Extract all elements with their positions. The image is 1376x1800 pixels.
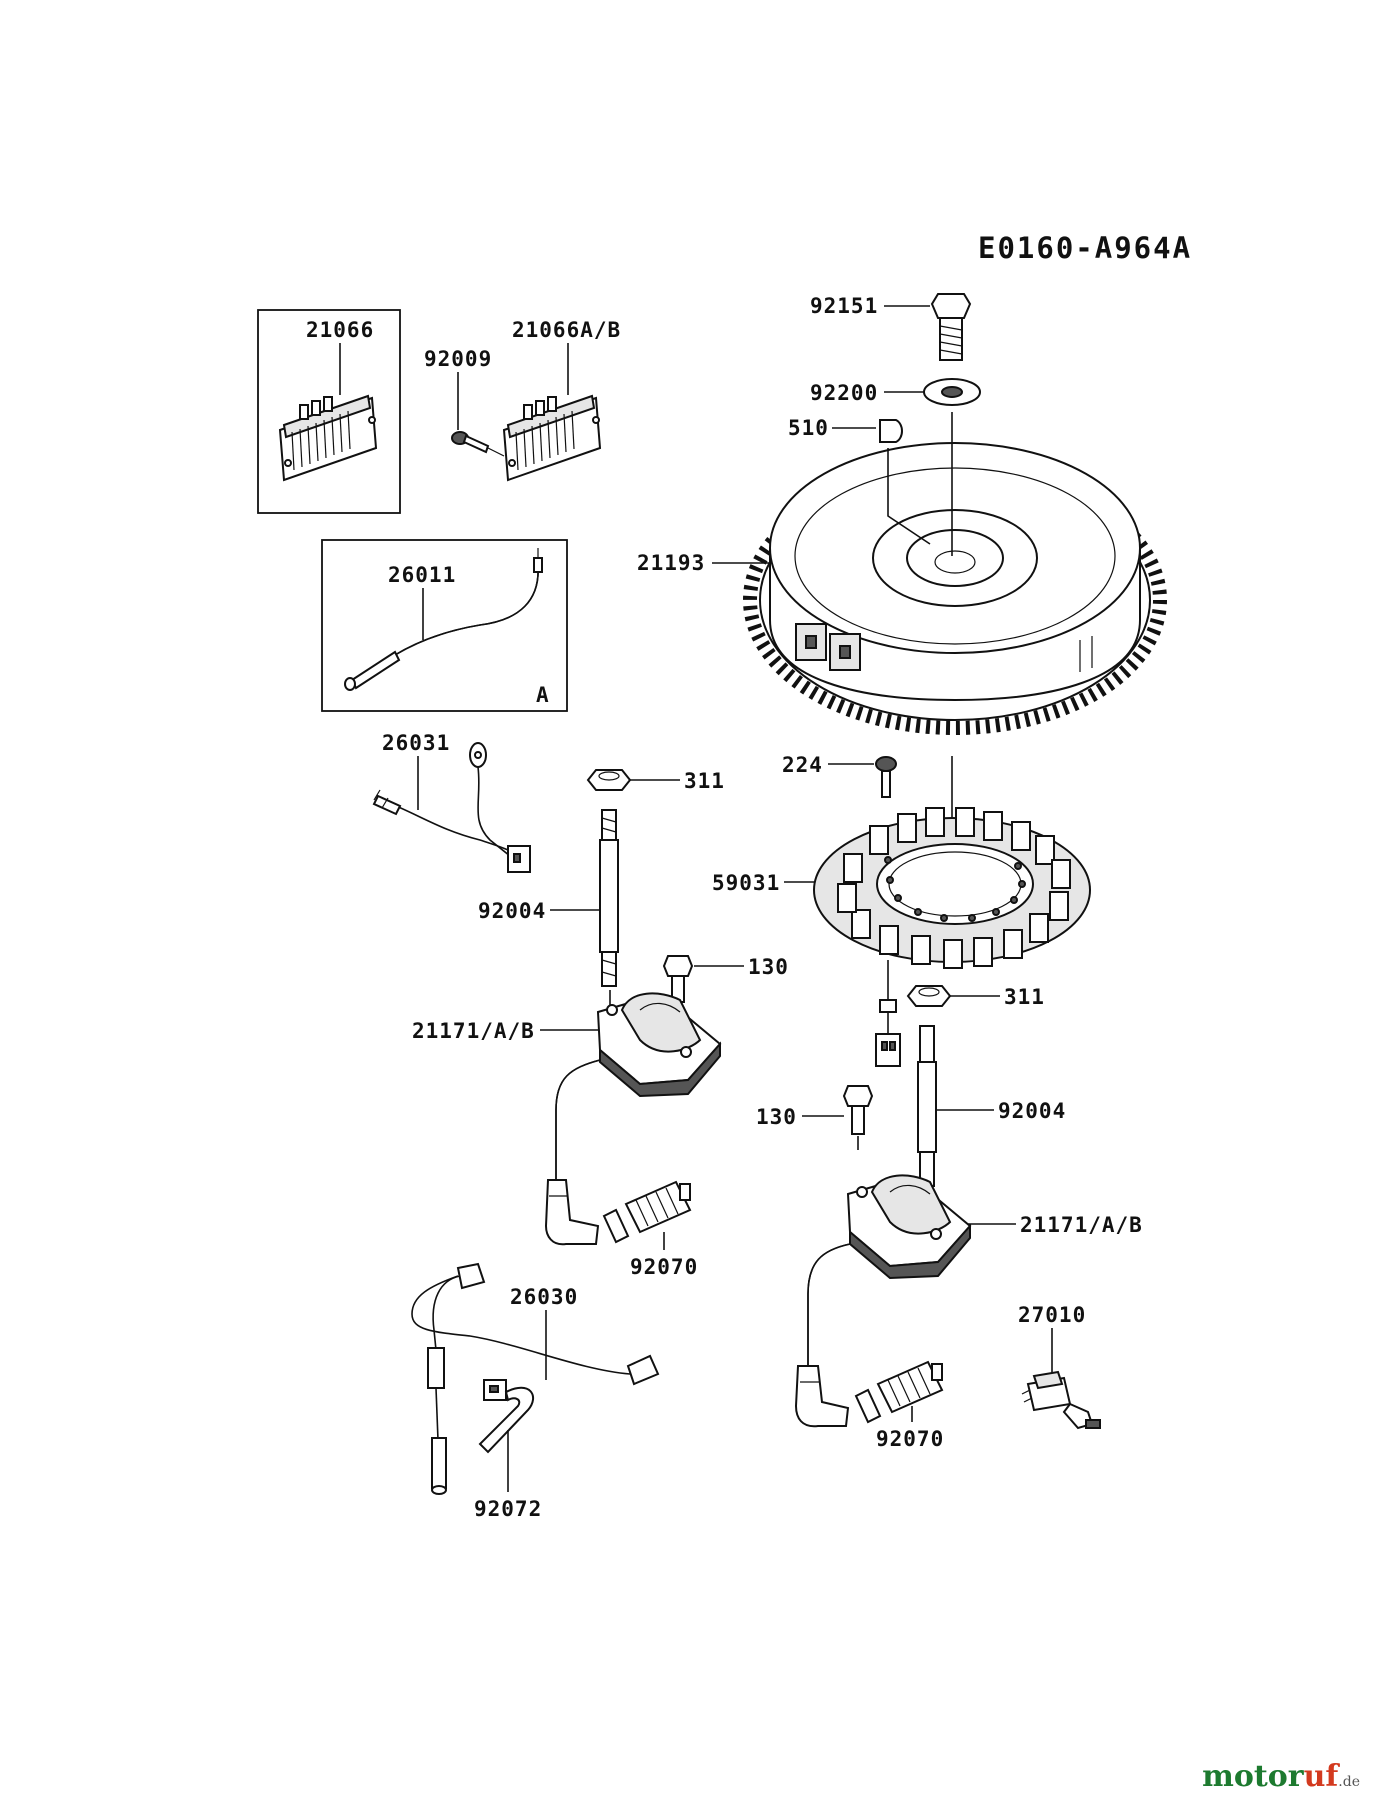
oil-switch-27010 [1021,1370,1101,1430]
wire-26031 [372,742,531,873]
nut-311-right [906,985,952,1007]
label-510: 510 [788,416,829,440]
label-59031: 59031 [712,871,780,895]
bolt-130-left [662,955,694,1003]
flywheel-21193 [743,442,1167,735]
label-26031: 26031 [382,731,450,755]
screw-92009 [451,431,505,457]
label-21171b: 21171/A/B [1020,1213,1143,1237]
box-a [321,539,568,712]
nut-311-left [586,769,632,791]
stud-92004-left [599,809,619,987]
regulator-21066 [278,394,378,482]
label-92070a: 92070 [630,1255,698,1279]
bolt-130-right [842,1085,874,1135]
label-21193: 21193 [637,551,705,575]
label-92072: 92072 [474,1497,542,1521]
key-510 [879,419,903,443]
label-27010: 27010 [1018,1303,1086,1327]
harness-26030 [411,1262,660,1495]
box-a-label: A [536,683,550,707]
label-92070b: 92070 [876,1427,944,1451]
regulator-box [257,309,401,514]
bolt-92151 [930,293,972,361]
stator-59031 [813,807,1091,1067]
spark-plug-left [602,1180,692,1244]
label-26030: 26030 [510,1285,578,1309]
label-92004b: 92004 [998,1099,1066,1123]
label-21171a: 21171/A/B [412,1019,535,1043]
washer-92200 [923,378,981,406]
label-92009: 92009 [424,347,492,371]
label-21066: 21066 [306,318,374,342]
stud-92004-right [917,1025,937,1187]
wire-26011 [344,548,543,691]
ignition-coil-left [544,992,722,1246]
spark-plug-right [854,1360,944,1424]
label-130b: 130 [756,1105,797,1129]
label-21066ab: 21066A/B [512,318,621,342]
label-92004a: 92004 [478,899,546,923]
label-92151: 92151 [810,294,878,318]
label-26011: 26011 [388,563,456,587]
ignition-coil-right [794,1174,972,1428]
diagram-code: E0160-A964A [978,231,1192,265]
label-311a: 311 [684,769,725,793]
watermark-logo: motoruf.de [1202,1759,1360,1794]
label-130a: 130 [748,955,789,979]
label-92200: 92200 [810,381,878,405]
clamp-92072 [478,1379,534,1454]
label-224b: 224 [782,753,823,777]
screw-224 [875,756,897,798]
label-311b: 311 [1004,985,1045,1009]
regulator-21066ab [502,394,602,482]
